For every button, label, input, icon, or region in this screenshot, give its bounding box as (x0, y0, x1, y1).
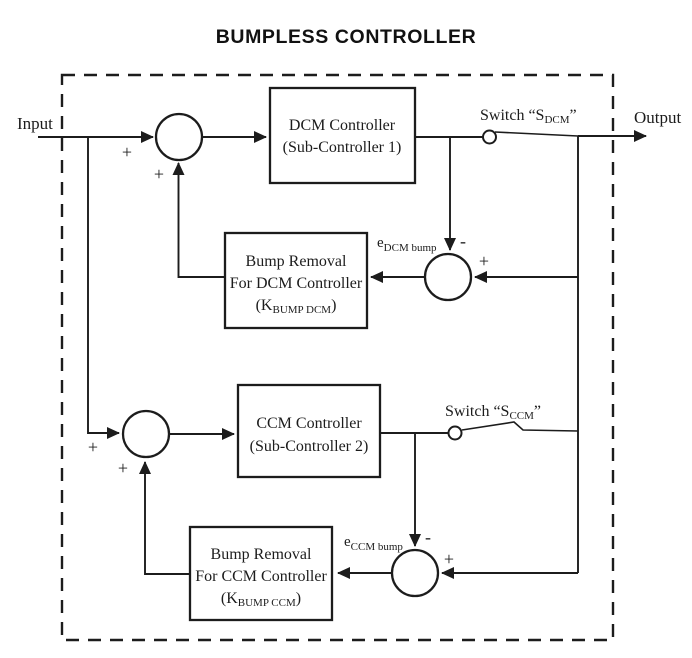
ccm-switch-pivot (447, 425, 463, 441)
sum1-input-plus-sign: + (122, 142, 132, 162)
bump-removal-ccm-gain: (KBUMP CCM) (221, 590, 301, 609)
dcm-bump-minus-sign: - (460, 231, 466, 251)
ccm-switch-lever (461, 421, 579, 432)
ccm-controller-line1: CCM Controller (256, 415, 362, 432)
ccm-controller-line2: (Sub-Controller 2) (250, 438, 369, 455)
dcm-bump-plus-sign: + (479, 251, 489, 271)
ccm-switch-label: Switch “SCCM” (445, 403, 541, 422)
bump-removal-ccm-line2: For CCM Controller (195, 568, 327, 585)
bump-removal-dcm-line2: For DCM Controller (230, 275, 363, 292)
bump-removal-dcm-gain: (KBUMP DCM) (256, 297, 337, 316)
ccm-bump-error-label: eCCM bump (344, 534, 403, 553)
ccm-controller-block (236, 383, 382, 479)
ccm-feedback-wire (139, 461, 190, 575)
ccm-bump-minus-sign: - (425, 527, 431, 547)
ccm-bump-plus-sign: + (444, 549, 454, 569)
sum2-input-plus-sign: + (88, 437, 98, 457)
dcm-switch-pivot (482, 129, 497, 145)
sum-junction-ccm-input (121, 409, 171, 459)
dcm-controller-block (268, 86, 417, 185)
bump-removal-dcm-block (223, 231, 369, 330)
bump-removal-ccm-line1: Bump Removal (211, 546, 312, 563)
diagram-title: BUMPLESS CONTROLLER (216, 26, 477, 48)
sum-junction-ccm-bump (390, 548, 440, 598)
sum1-feedback-plus-sign: + (154, 164, 164, 184)
dashed-boundary (60, 73, 615, 642)
dcm-feedback-wire (172, 162, 225, 278)
input-branch-wire (87, 137, 120, 439)
dcm-bump-error-label: eDCM bump (377, 235, 437, 254)
sum-junction-dcm-input (154, 112, 204, 162)
sum2-feedback-plus-sign: + (118, 458, 128, 478)
input-label: Input (17, 114, 53, 133)
dcm-controller-line2: (Sub-Controller 1) (283, 139, 402, 156)
output-label: Output (634, 108, 682, 127)
dcm-switch-label: Switch “SDCM” (480, 107, 577, 126)
dcm-controller-line1: DCM Controller (289, 117, 396, 134)
bump-removal-dcm-line1: Bump Removal (246, 253, 347, 270)
dcm-switch-lever (494, 131, 579, 137)
sum-junction-dcm-bump (423, 252, 473, 302)
bump-removal-ccm-block (188, 525, 334, 622)
